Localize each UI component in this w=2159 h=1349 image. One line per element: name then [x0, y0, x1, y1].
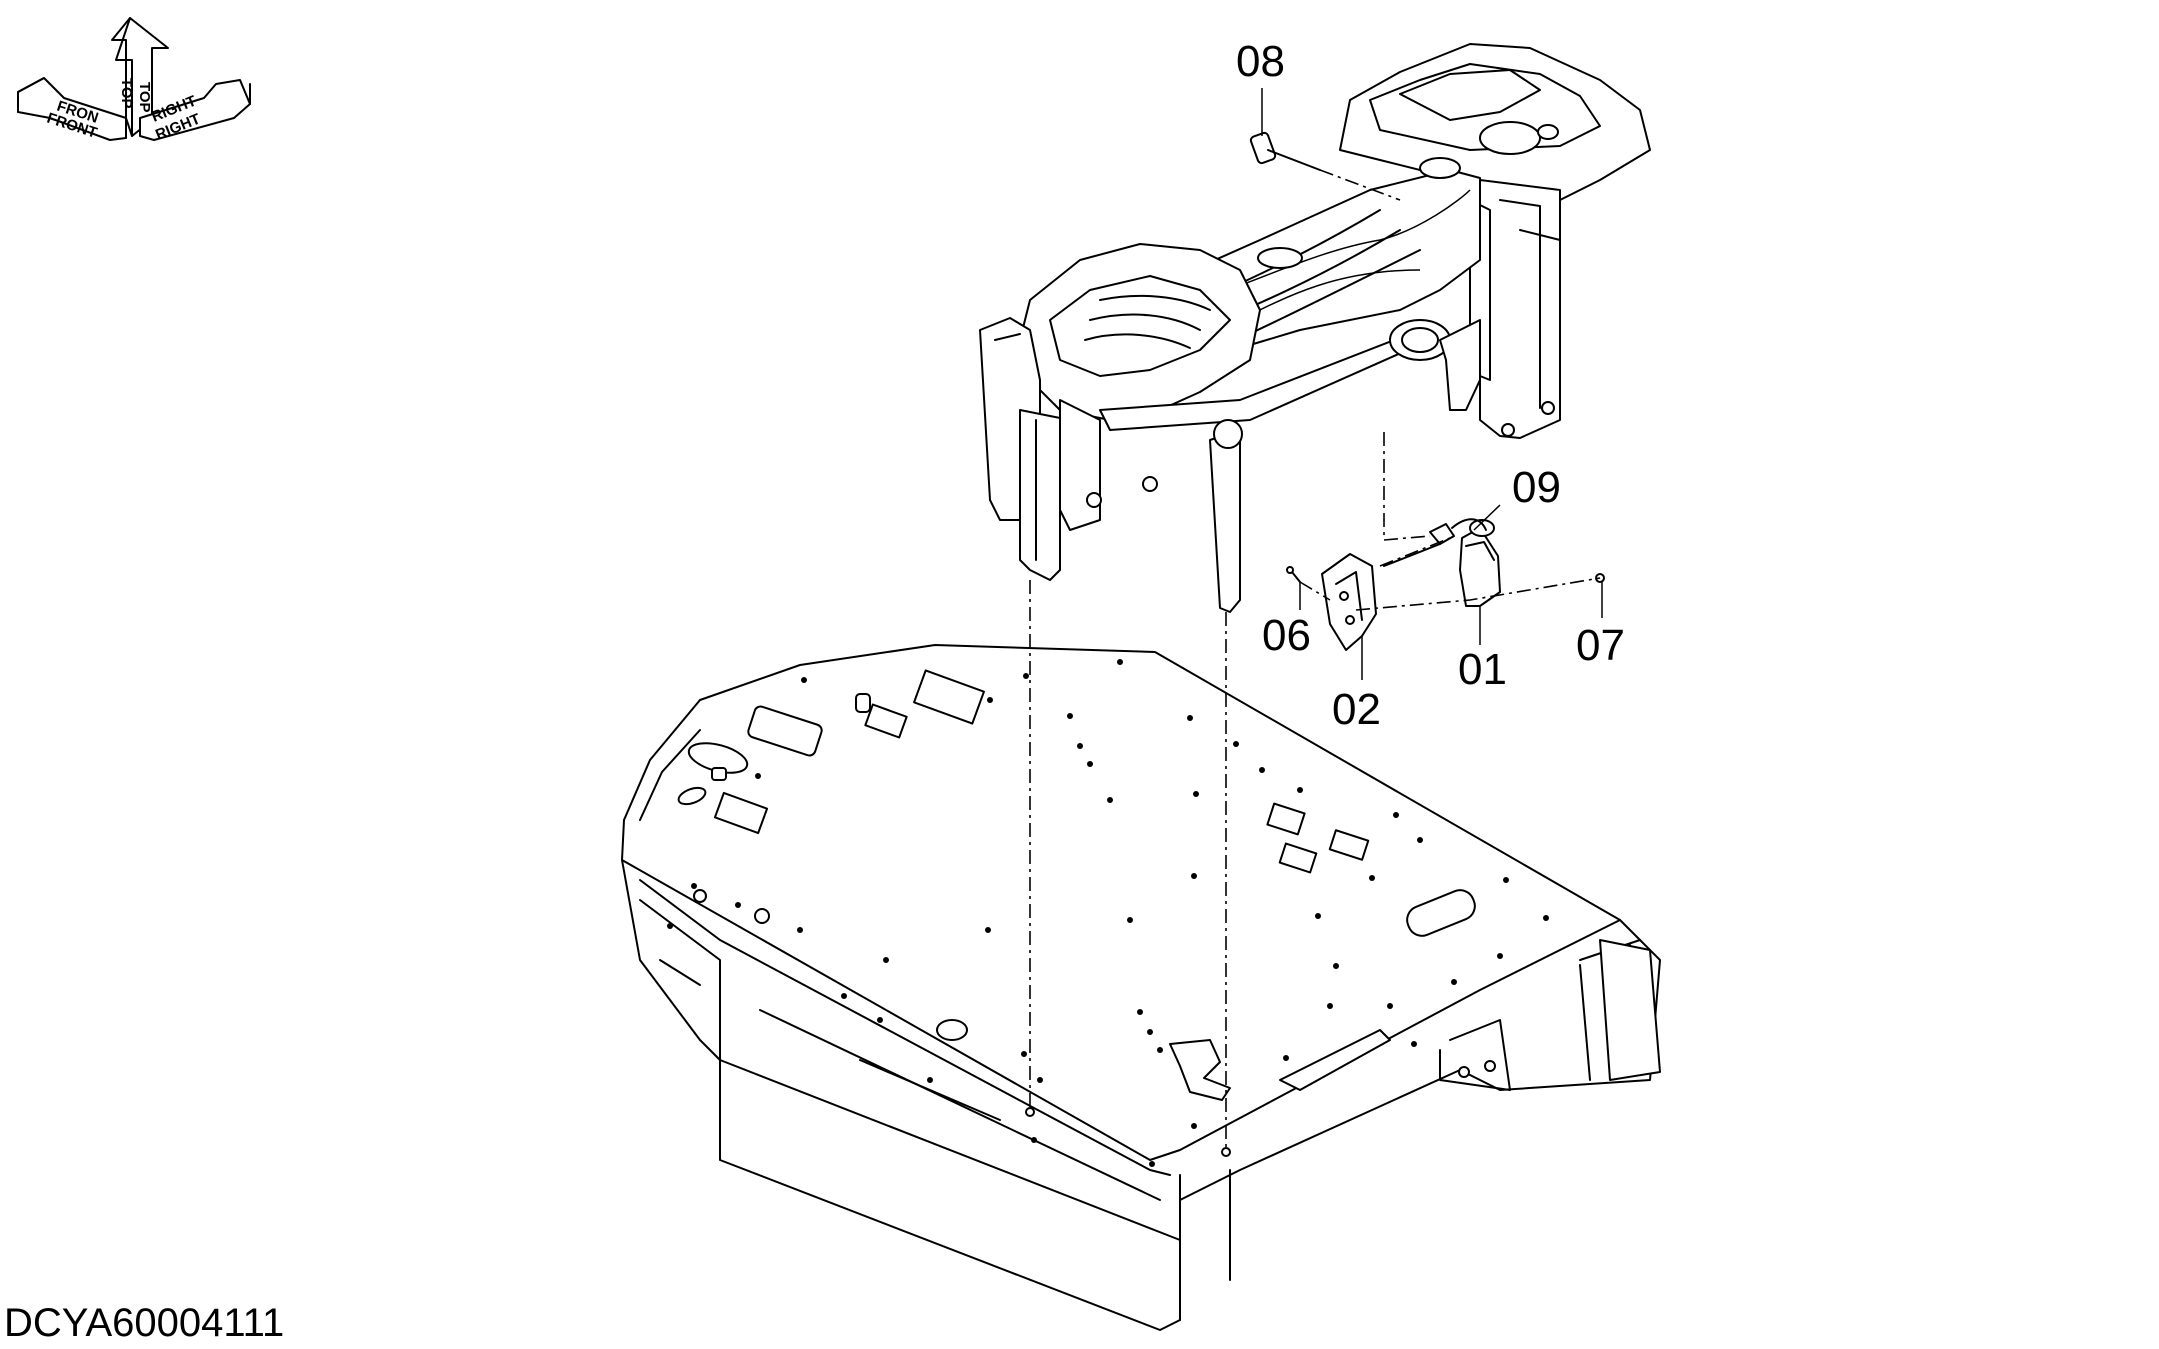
bracket-part-02 [1321, 553, 1377, 651]
callout-02: 02 [1332, 685, 1381, 734]
screw-part-08 [1249, 131, 1401, 201]
drawing-code: DCYA60004111 [4, 1301, 284, 1344]
top-shadow-label: TOP [118, 78, 135, 109]
callout-09: 09 [1512, 463, 1561, 512]
assembly-lines [1025, 580, 1231, 1157]
top-label: TOP [136, 82, 153, 113]
screw-part-06 [1291, 571, 1301, 583]
floor-plate [621, 644, 1661, 1331]
callout-08: 08 [1236, 37, 1285, 86]
callout-07: 07 [1576, 621, 1625, 670]
switch-bracket-parts [1286, 432, 1605, 651]
callout-labels: 08 09 06 02 01 07 [1236, 37, 1625, 734]
mounting-holes [667, 659, 1549, 1167]
orientation-indicator: FRON FRONT TOP TOP RIGHT RIGHT [17, 17, 251, 144]
callout-01: 01 [1458, 645, 1507, 694]
holder-part-01 [1459, 527, 1501, 607]
upper-console-assembly [979, 43, 1651, 613]
leader-lines [1261, 88, 1603, 680]
callout-06: 06 [1262, 611, 1311, 660]
